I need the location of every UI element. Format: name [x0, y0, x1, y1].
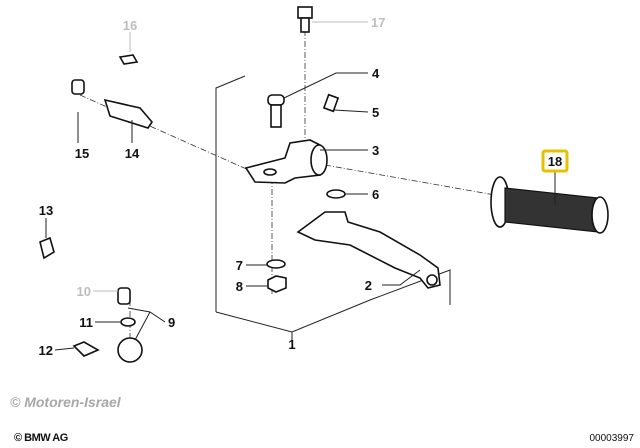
- leader-9: [127, 307, 166, 341]
- axis-line-right: [324, 164, 496, 196]
- part-8-nut: [267, 275, 287, 293]
- part-13-nipple: [39, 236, 55, 260]
- part-15-nipple: [71, 79, 85, 95]
- label-part-18[interactable]: 18: [548, 154, 562, 169]
- label-part-5[interactable]: 5: [372, 105, 379, 120]
- label-part-3[interactable]: 3: [372, 143, 379, 158]
- label-part-1[interactable]: 1: [288, 337, 295, 352]
- label-part-16[interactable]: 16: [123, 18, 137, 33]
- label-part-15[interactable]: 15: [75, 146, 89, 161]
- leader-12: [54, 347, 75, 351]
- part-9-bolt: [117, 337, 143, 363]
- label-part-12[interactable]: 12: [39, 343, 53, 358]
- part-7-washer: [266, 259, 286, 269]
- part-3-bore: [310, 144, 328, 176]
- part-11-washer: [120, 317, 136, 327]
- bracket-1-bottom: [215, 269, 451, 333]
- leader-2: [382, 269, 421, 286]
- part-3-hole: [263, 168, 277, 176]
- label-part-13[interactable]: 13: [39, 203, 53, 218]
- part-5-screw: [322, 93, 340, 113]
- label-part-8[interactable]: 8: [236, 279, 243, 294]
- label-part-4[interactable]: 4: [372, 66, 380, 81]
- leader-5: [333, 109, 369, 113]
- label-part-17[interactable]: 17: [371, 15, 385, 30]
- copyright: © BMW AG: [14, 432, 68, 444]
- label-part-6[interactable]: 6: [372, 187, 379, 202]
- part-4-screw-head: [267, 94, 285, 106]
- part-14-adjuster: [103, 98, 154, 129]
- part-2-lever: [296, 211, 441, 289]
- leader-4: [283, 72, 368, 99]
- diagram-code: 00003997: [589, 433, 635, 444]
- part-4-screw-shank: [270, 104, 282, 128]
- label-part-7[interactable]: 7: [236, 258, 243, 273]
- label-part-14[interactable]: 14: [125, 146, 140, 161]
- part-17-bolt-shank: [300, 17, 310, 33]
- label-part-10[interactable]: 10: [77, 284, 91, 299]
- part-3-clamp: [244, 139, 321, 184]
- label-part-11[interactable]: 11: [79, 315, 93, 330]
- label-part-2[interactable]: 2: [365, 278, 372, 293]
- watermark: © Motoren-Israel: [10, 394, 121, 410]
- part-18-grip: [490, 176, 609, 234]
- label-part-9[interactable]: 9: [168, 315, 175, 330]
- highlight-box-18: [541, 149, 569, 173]
- part-17-bolt-head: [297, 6, 313, 19]
- part-2-hole: [426, 274, 438, 286]
- part-10-screw: [117, 287, 131, 305]
- part-12-screw: [72, 341, 100, 357]
- bracket-1-left: [215, 75, 246, 312]
- part-16-key: [118, 54, 139, 65]
- part-6-washer: [326, 189, 346, 199]
